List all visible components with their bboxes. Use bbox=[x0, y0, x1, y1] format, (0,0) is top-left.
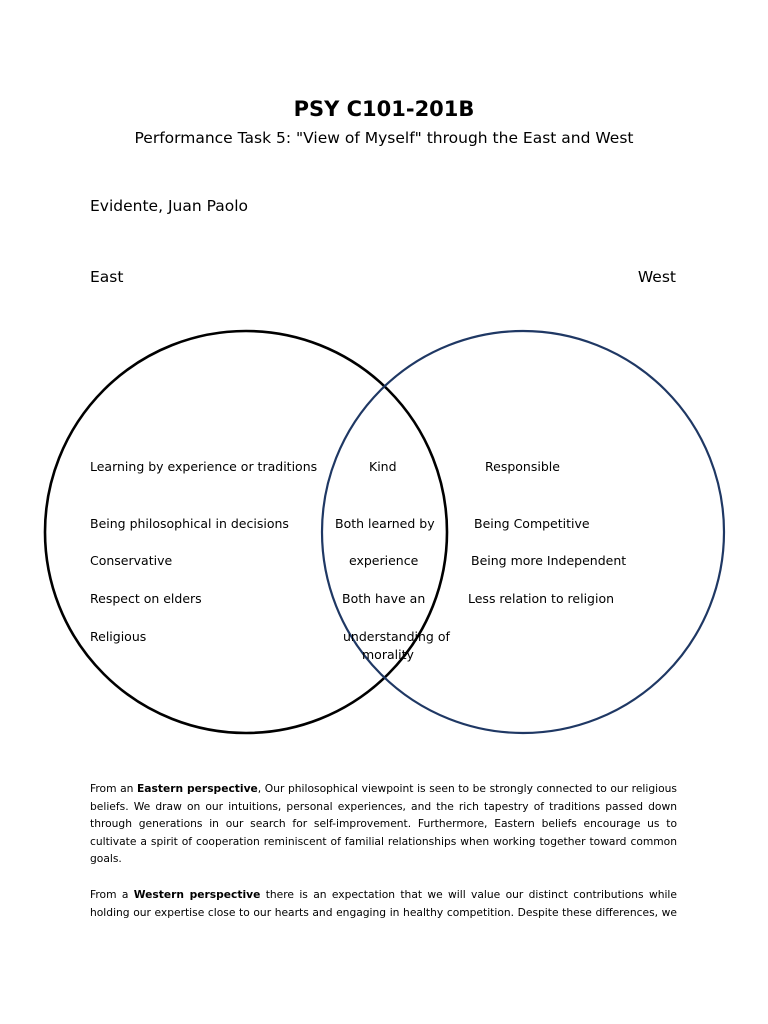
west-item: Less relation to religion bbox=[468, 591, 615, 606]
west-item: Being more Independent bbox=[471, 553, 627, 568]
both-item: Kind bbox=[369, 459, 397, 474]
paragraph-body: there is an expectation that we will val… bbox=[90, 888, 677, 919]
western-perspective-paragraph: From a Western perspective there is an e… bbox=[90, 886, 677, 922]
task-title: Performance Task 5: "View of Myself" thr… bbox=[134, 129, 634, 147]
east-item: Religious bbox=[90, 629, 147, 644]
course-title: PSY C101-201B bbox=[293, 97, 475, 121]
west-label: West bbox=[637, 268, 676, 286]
eastern-perspective-paragraph: From an Eastern perspective, Our philoso… bbox=[90, 780, 677, 868]
both-item: Both learned by bbox=[335, 516, 435, 531]
paragraph-lead: From a bbox=[90, 888, 134, 901]
east-circle bbox=[43, 329, 449, 735]
both-item: understanding of bbox=[343, 629, 450, 644]
west-item: Responsible bbox=[485, 459, 560, 474]
both-item: Both have an bbox=[342, 591, 426, 606]
both-item: morality bbox=[362, 647, 414, 662]
west-circle bbox=[320, 329, 726, 735]
east-label: East bbox=[90, 268, 124, 286]
east-item: Respect on elders bbox=[90, 591, 202, 606]
paragraph-body: , Our philosophical viewpoint is seen to… bbox=[90, 782, 677, 865]
paragraph-emphasis: Eastern perspective bbox=[137, 782, 258, 795]
west-item: Being Competitive bbox=[474, 516, 590, 531]
east-item: Learning by experience or traditions bbox=[90, 459, 318, 474]
author-name: Evidente, Juan Paolo bbox=[90, 197, 249, 215]
both-item: experience bbox=[349, 553, 419, 568]
paragraph-emphasis: Western perspective bbox=[133, 888, 261, 901]
east-item: Being philosophical in decisions bbox=[90, 516, 289, 531]
paragraph-lead: From an bbox=[90, 782, 137, 795]
east-item: Conservative bbox=[90, 553, 173, 568]
